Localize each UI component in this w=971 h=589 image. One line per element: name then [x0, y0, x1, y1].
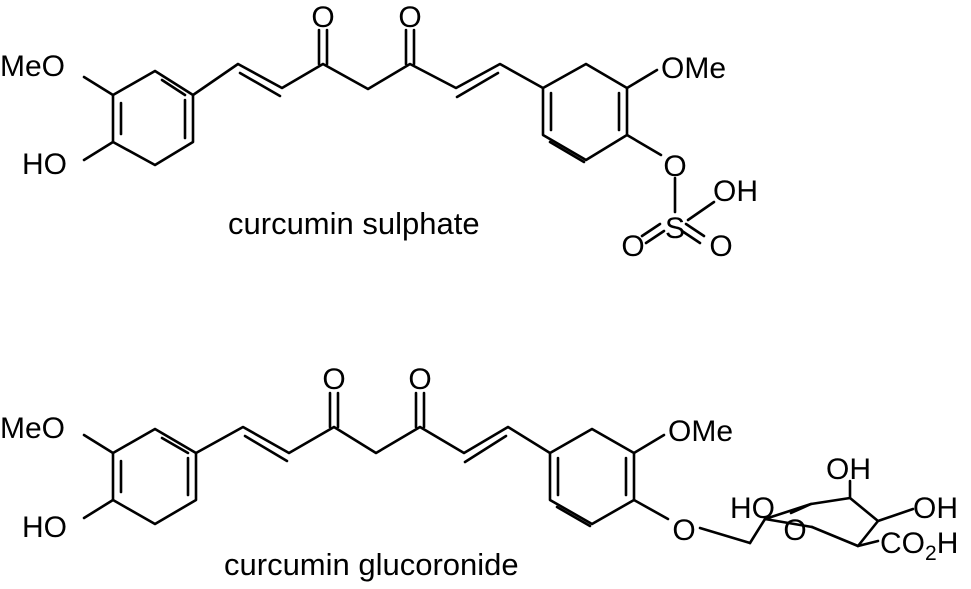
sugar-hydroxy-label: OH — [913, 492, 958, 525]
right-methoxy-bond — [625, 68, 659, 90]
curcumin-glucoronide-structure: MeO HO O O OMe O O HO OH OH CO2H curcumi… — [0, 363, 958, 582]
sulfate-oxo-label: O — [621, 230, 644, 263]
sulfate-oxo-label: O — [709, 230, 732, 263]
left-aromatic-ring — [111, 69, 195, 167]
left-methoxy-bond — [82, 433, 115, 455]
carboxylic-acid-label: CO2H — [880, 527, 958, 565]
ketone-oxygen-label: O — [311, 1, 334, 34]
bond-skeleton — [82, 28, 716, 245]
carboxyl-tail: H — [937, 527, 959, 560]
carboxyl-subscript: 2 — [925, 542, 937, 565]
s-o-double-bond — [644, 229, 666, 245]
chain-double-bond-right — [455, 71, 500, 99]
structure-caption: curcumin sulphate — [228, 206, 480, 241]
left-methoxy-label: MeO — [0, 50, 65, 83]
s-o-double-bond — [640, 222, 662, 238]
ketone-oxygen-label: O — [322, 363, 345, 396]
right-ring-double-bond — [548, 140, 586, 164]
left-ring-double-bond — [160, 436, 190, 455]
right-methoxy-bond — [632, 433, 666, 455]
ring-oxygen-label: O — [783, 514, 806, 547]
s-oh-bond — [686, 200, 716, 222]
glycosidic-oxygen-label: O — [672, 514, 695, 547]
chain-double-bond-left — [238, 71, 282, 98]
right-methoxy-label: OMe — [661, 52, 726, 85]
right-methoxy-label: OMe — [668, 415, 733, 448]
structure-caption: curcumin glucoronide — [224, 547, 519, 582]
chain-double-bond-right — [463, 434, 508, 464]
glycosidic-bond-aryl — [632, 498, 670, 521]
s-o-double-bond — [680, 229, 702, 245]
sugar-hydroxy-label: HO — [730, 492, 775, 525]
left-hydroxy-bond — [82, 140, 115, 162]
left-ring-double-bond — [160, 78, 187, 97]
sulfur-label: S — [665, 212, 685, 245]
carboxyl-bond — [856, 539, 880, 548]
left-hydroxy-label: HO — [22, 148, 67, 181]
curcumin-sulphate-structure: MeO HO O O OMe O S OH O O curcumin sulph… — [0, 1, 758, 263]
sulfate-hydroxy-label: OH — [713, 175, 758, 208]
s-o-double-bond — [684, 222, 706, 238]
ketone-oxygen-label: O — [408, 363, 431, 396]
left-aromatic-ring — [111, 427, 198, 526]
carboxyl-main: CO — [880, 527, 925, 560]
sugar-hydroxy-label: OH — [826, 453, 871, 486]
aryl-oxygen-label: O — [663, 150, 686, 183]
ketone-oxygen-label: O — [398, 1, 421, 34]
bond-skeleton — [82, 391, 915, 548]
left-hydroxy-label: HO — [22, 511, 67, 544]
left-methoxy-label: MeO — [0, 412, 65, 445]
aryl-oxygen-bond — [625, 133, 663, 157]
left-hydroxy-bond — [82, 498, 115, 520]
left-methoxy-bond — [82, 75, 115, 97]
glycosidic-bond-sugar — [698, 526, 752, 545]
right-ring-double-bond — [555, 505, 592, 528]
sugar-hydroxy-bond — [876, 507, 915, 523]
heptadienedione-chain — [194, 425, 552, 455]
chain-double-bond-left — [243, 434, 289, 463]
heptadienedione-chain — [191, 62, 545, 97]
sugar-hydroxy-bond — [789, 502, 813, 515]
